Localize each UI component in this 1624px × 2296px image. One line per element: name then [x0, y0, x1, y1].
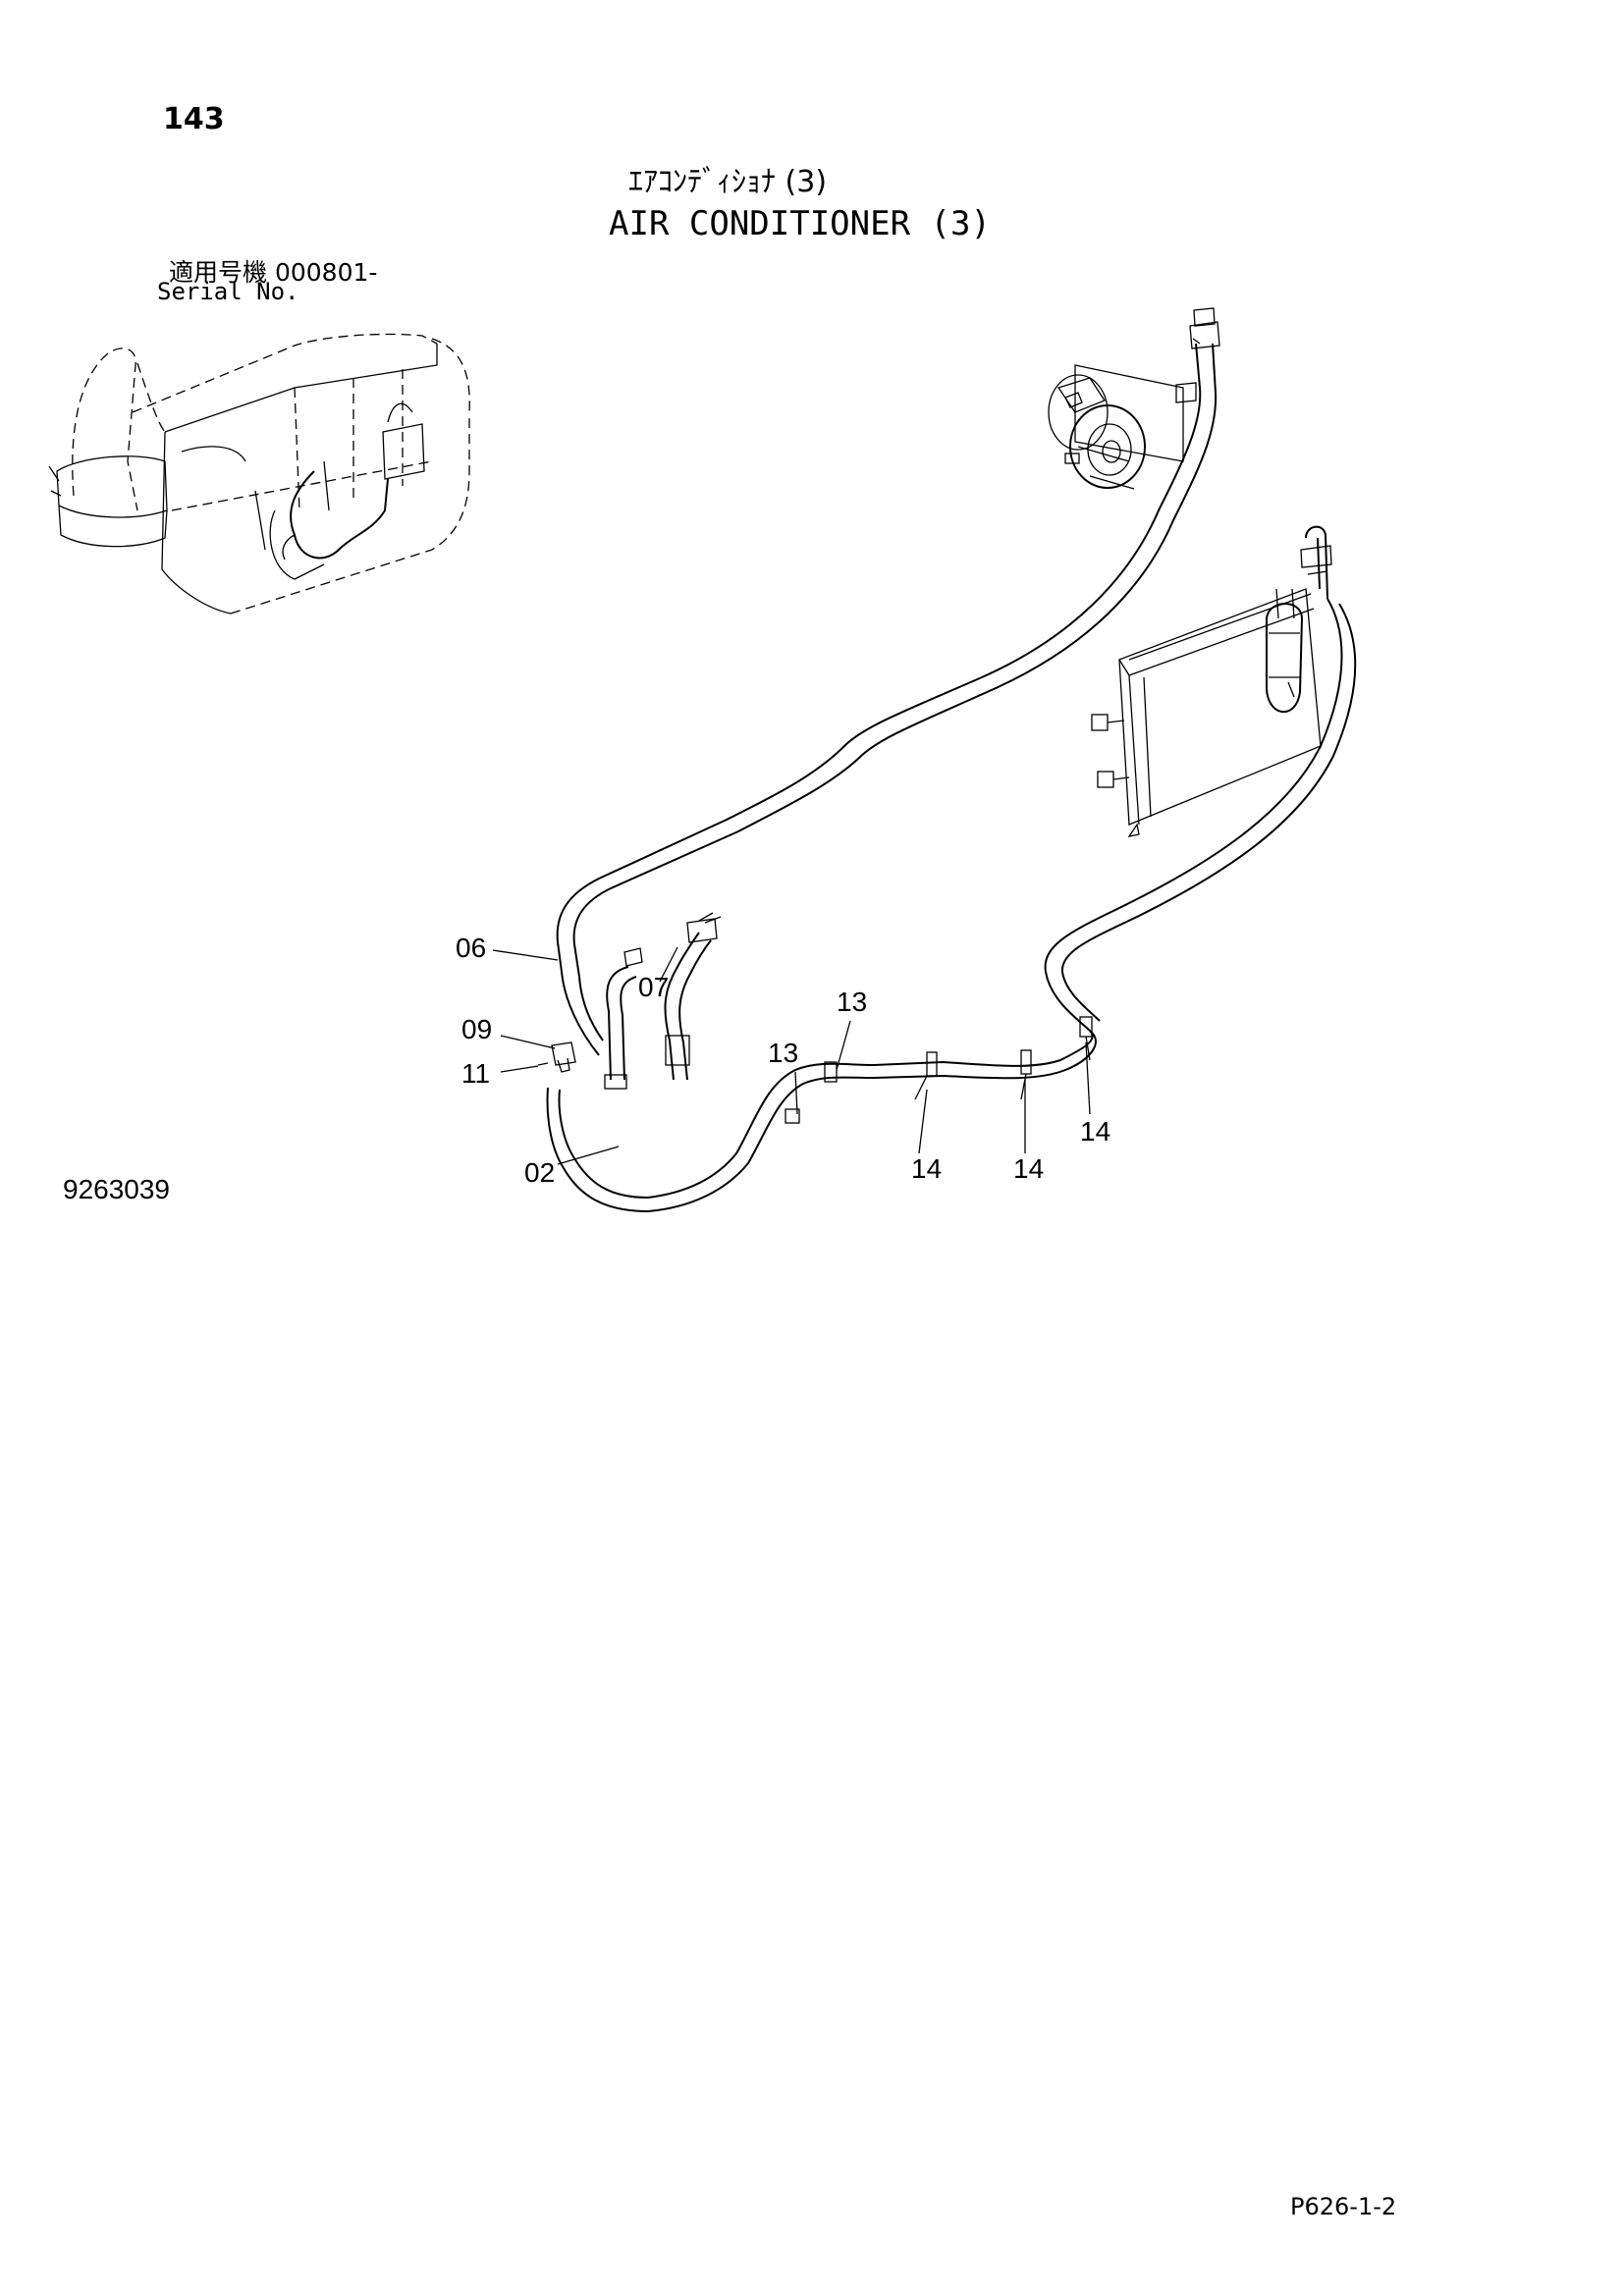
page-number: 143	[163, 102, 225, 136]
callout-06: 06	[456, 933, 486, 963]
callout-11: 11	[461, 1058, 490, 1089]
small-hose-assembly	[537, 912, 722, 1090]
liquid-hose	[546, 598, 1357, 1213]
serial-label: Serial No.	[157, 278, 299, 305]
callout-14-middle: 14	[1013, 1153, 1044, 1184]
page-title-japanese: ｴｱｺﾝﾃﾞｨｼｮﾅ (3)	[628, 165, 828, 199]
page-code: P626-1-2	[1290, 2193, 1397, 2220]
callout-14-left: 14	[911, 1153, 942, 1184]
callout-09: 09	[461, 1014, 492, 1044]
leader-lines	[492, 946, 1091, 1165]
machine-overview-illustration	[48, 333, 470, 614]
callout-07: 07	[638, 972, 669, 1002]
callout-02: 02	[524, 1157, 555, 1188]
serial-label-japanese: 適用号機 000801-	[169, 258, 378, 287]
figure-id: 9263039	[63, 1174, 171, 1204]
compressor-illustration	[1048, 364, 1184, 490]
callout-13-right: 13	[837, 987, 867, 1017]
callout-13-left: 13	[768, 1038, 798, 1068]
page-title: AIR CONDITIONER (3)	[609, 204, 991, 243]
condenser-illustration	[1091, 525, 1332, 837]
suction-hose	[556, 307, 1220, 1056]
callout-14-right: 14	[1080, 1116, 1110, 1147]
